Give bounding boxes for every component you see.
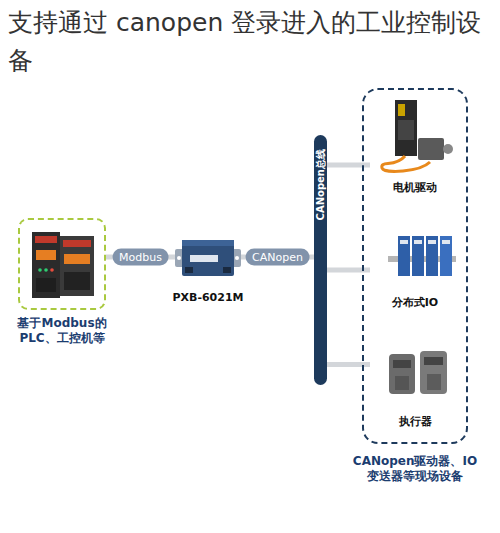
node-label: 分布式IO: [370, 296, 460, 310]
io-module-picture: [388, 236, 456, 276]
field-device: 执行器: [370, 344, 460, 429]
title-text: 支持通过 canopen 登录进入的工业控制设备: [8, 4, 492, 80]
node-label: 基于Modbus的 PLC、工控机等: [12, 316, 112, 346]
node-label: 执行器: [370, 415, 460, 429]
node-label: CANopen驱动器、IO 变送器等现场设备: [351, 454, 479, 484]
field-device-group: 电机驱动分布式IO执行器CANopen驱动器、IO 变送器等现场设备: [362, 88, 468, 444]
plc-picture: [32, 232, 94, 298]
node-label: CANopen总线: [315, 149, 327, 220]
protocol-label: CANopen: [245, 249, 310, 266]
actuator-picture: [389, 351, 447, 394]
node-label: PXB-6021M: [158, 290, 258, 305]
controller-group: 基于Modbus的 PLC、工控机等: [18, 218, 106, 310]
node-label: 电机驱动: [370, 181, 460, 195]
field-device: 电机驱动: [370, 100, 460, 195]
protocol-label: Modbus: [112, 249, 169, 266]
gateway-device: PXB-6021M: [175, 238, 241, 276]
bus-bar: CANopen总线: [314, 135, 327, 385]
field-device: 分布式IO: [370, 230, 460, 310]
gateway-picture: [175, 240, 241, 276]
motor-drive-picture: [382, 100, 453, 171]
